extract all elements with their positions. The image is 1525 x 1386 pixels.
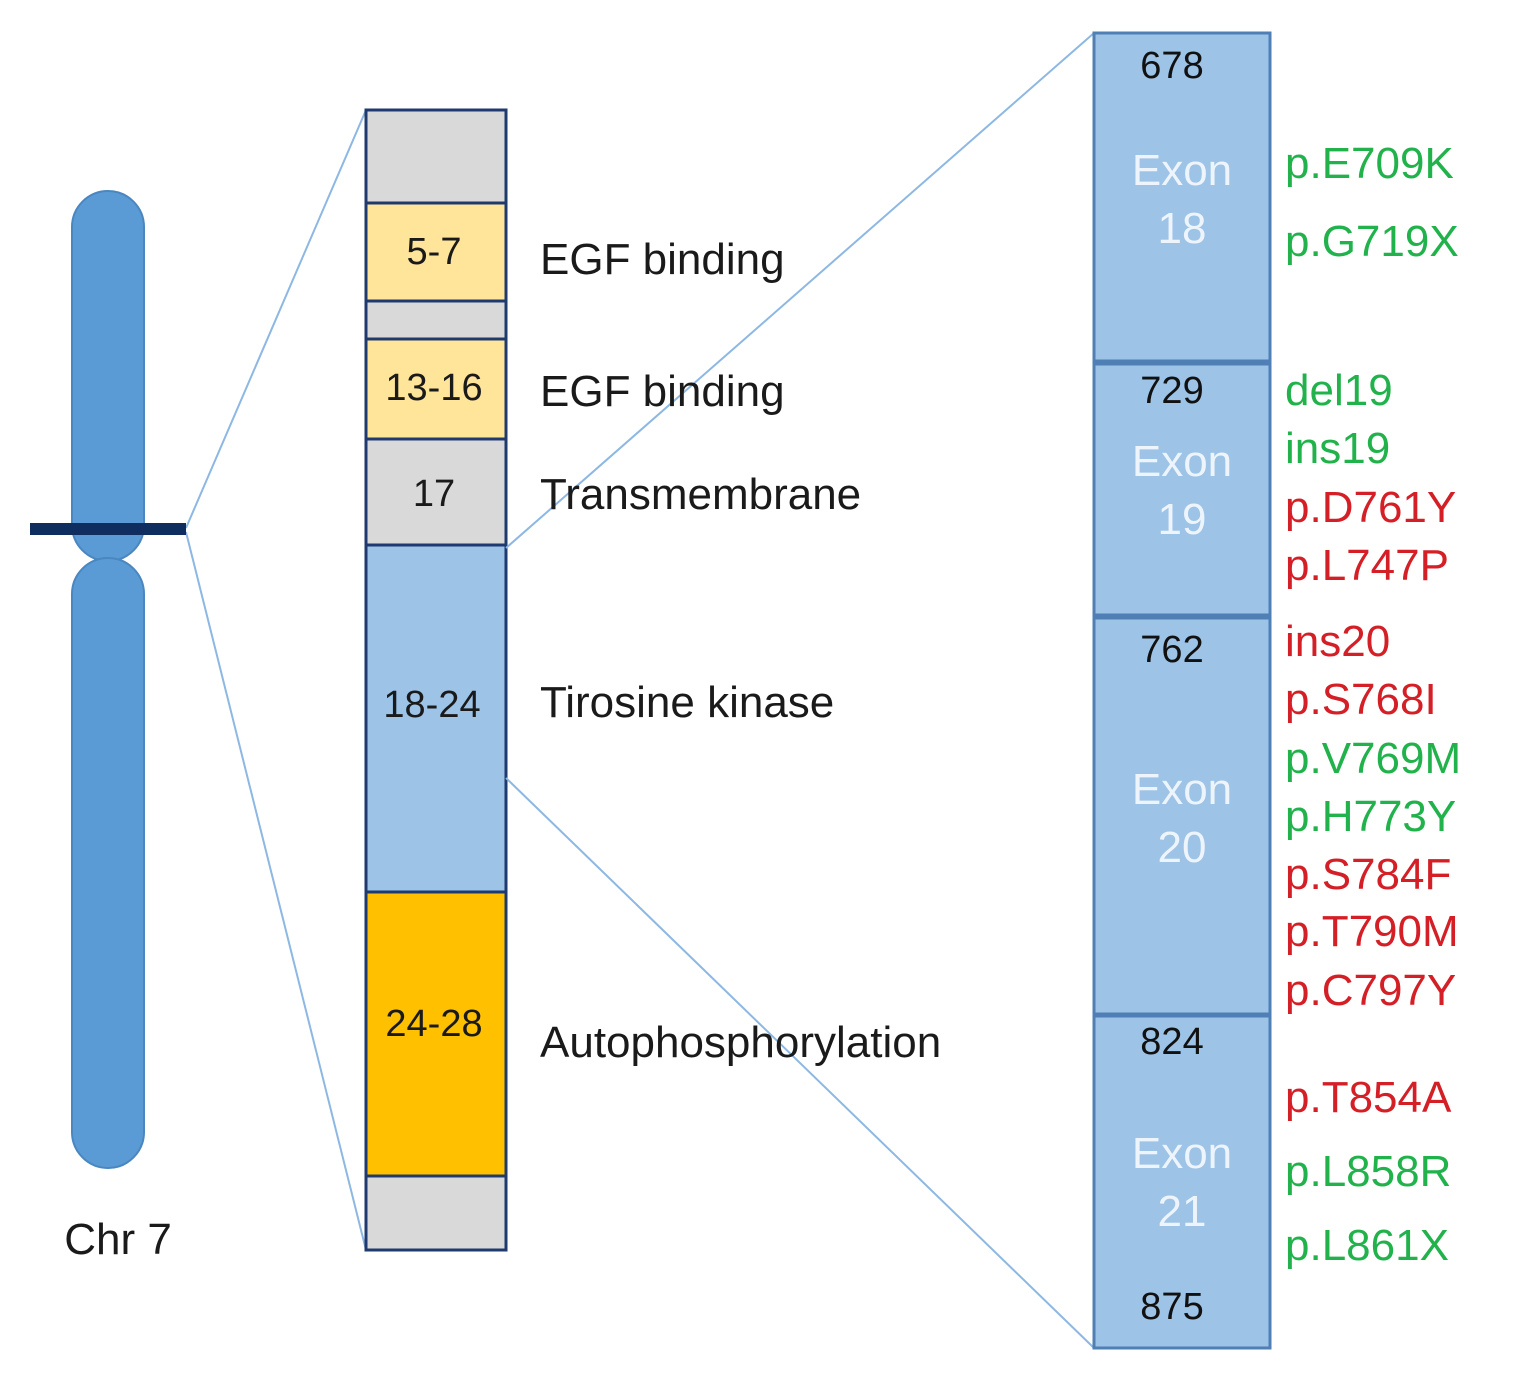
exon-18-start: 678 xyxy=(1140,45,1203,87)
domain-exons-5: 24-28 xyxy=(385,1003,482,1045)
exon-18-word: Exon xyxy=(1132,146,1232,195)
domain-label-2: EGF binding xyxy=(540,367,785,416)
exon-20-word: Exon xyxy=(1132,765,1232,814)
mutation-label: p.V769M xyxy=(1285,734,1461,783)
exon-box-20 xyxy=(1092,616,1272,1016)
zoom-line-bottom xyxy=(185,531,367,1251)
domain-segment-nterm xyxy=(364,108,508,205)
exon-column: 678 Exon 18 729 Exon 19 762 Exon 20 824 … xyxy=(1092,31,1272,1350)
mutation-label: p.D761Y xyxy=(1285,483,1456,532)
mutation-label: p.T790M xyxy=(1285,907,1459,956)
domain-exons-1: 5-7 xyxy=(407,231,462,273)
chromosome-zoom-lines xyxy=(185,109,367,1251)
mutation-label: p.S768I xyxy=(1285,675,1437,724)
mutation-label: p.T854A xyxy=(1285,1073,1452,1122)
chromosome-q-arm xyxy=(71,557,145,1169)
exon-18-number: 18 xyxy=(1158,204,1207,253)
domain-exons-2: 13-16 xyxy=(385,367,482,409)
protein-bar: 5-7 13-16 17 18-24 24-28 xyxy=(364,108,508,1252)
zoom-line-top xyxy=(185,109,367,529)
exon-19-number: 19 xyxy=(1158,495,1207,544)
domain-exons-3: 17 xyxy=(413,473,455,515)
mutation-label: del19 xyxy=(1285,366,1393,415)
exon-19-word: Exon xyxy=(1132,437,1232,486)
mutation-label: p.E709K xyxy=(1285,139,1454,188)
exon-20-number: 20 xyxy=(1158,823,1207,872)
domain-label-3: Transmembrane xyxy=(540,470,861,519)
domain-labels: EGF binding EGF binding Transmembrane Ti… xyxy=(540,235,941,1067)
mutation-label: p.S784F xyxy=(1285,850,1451,899)
mutation-label: ins19 xyxy=(1285,424,1390,473)
mutation-label: p.L858R xyxy=(1285,1147,1451,1196)
exon-box-19 xyxy=(1092,362,1272,617)
exon-box-21 xyxy=(1092,1014,1272,1350)
domain-exons-4: 18-24 xyxy=(383,684,480,726)
chromosome: Chr 7 xyxy=(30,190,186,1264)
mutation-label: p.L747P xyxy=(1285,541,1449,590)
exon-21-word: Exon xyxy=(1132,1129,1232,1178)
domain-segment-egf-2 xyxy=(364,337,508,441)
exon-21-start: 824 xyxy=(1140,1021,1203,1063)
domain-label-4: Tirosine kinase xyxy=(540,678,834,727)
domain-label-5: Autophosphorylation xyxy=(540,1018,941,1067)
domain-label-1: EGF binding xyxy=(540,235,785,284)
exon-20-start: 762 xyxy=(1140,629,1203,671)
mutation-label: p.H773Y xyxy=(1285,792,1456,841)
domain-segment-linker xyxy=(364,299,508,341)
exon-21-end: 875 xyxy=(1140,1286,1203,1328)
domain-segment-kinase xyxy=(364,543,508,894)
kinase-zoom-line-bottom xyxy=(505,777,1095,1349)
mutation-labels: p.E709K p.G719X del19 ins19 p.D761Y p.L7… xyxy=(1285,139,1461,1270)
chromosome-label: Chr 7 xyxy=(64,1215,172,1264)
exon-box-18 xyxy=(1092,31,1272,363)
mutation-label: p.C797Y xyxy=(1285,966,1456,1015)
mutation-label: p.G719X xyxy=(1285,217,1459,266)
exon-19-start: 729 xyxy=(1140,370,1203,412)
mutation-label: p.L861X xyxy=(1285,1221,1449,1270)
exon-21-number: 21 xyxy=(1158,1187,1207,1236)
kinase-zoom-lines xyxy=(505,32,1095,1349)
chromosome-p-arm xyxy=(71,190,145,562)
mutation-label: ins20 xyxy=(1285,617,1390,666)
domain-segment-egf-1 xyxy=(364,201,508,303)
egfr-locus-band xyxy=(30,523,186,535)
domain-segment-cterm xyxy=(364,1174,508,1252)
kinase-zoom-line-top xyxy=(505,32,1095,549)
